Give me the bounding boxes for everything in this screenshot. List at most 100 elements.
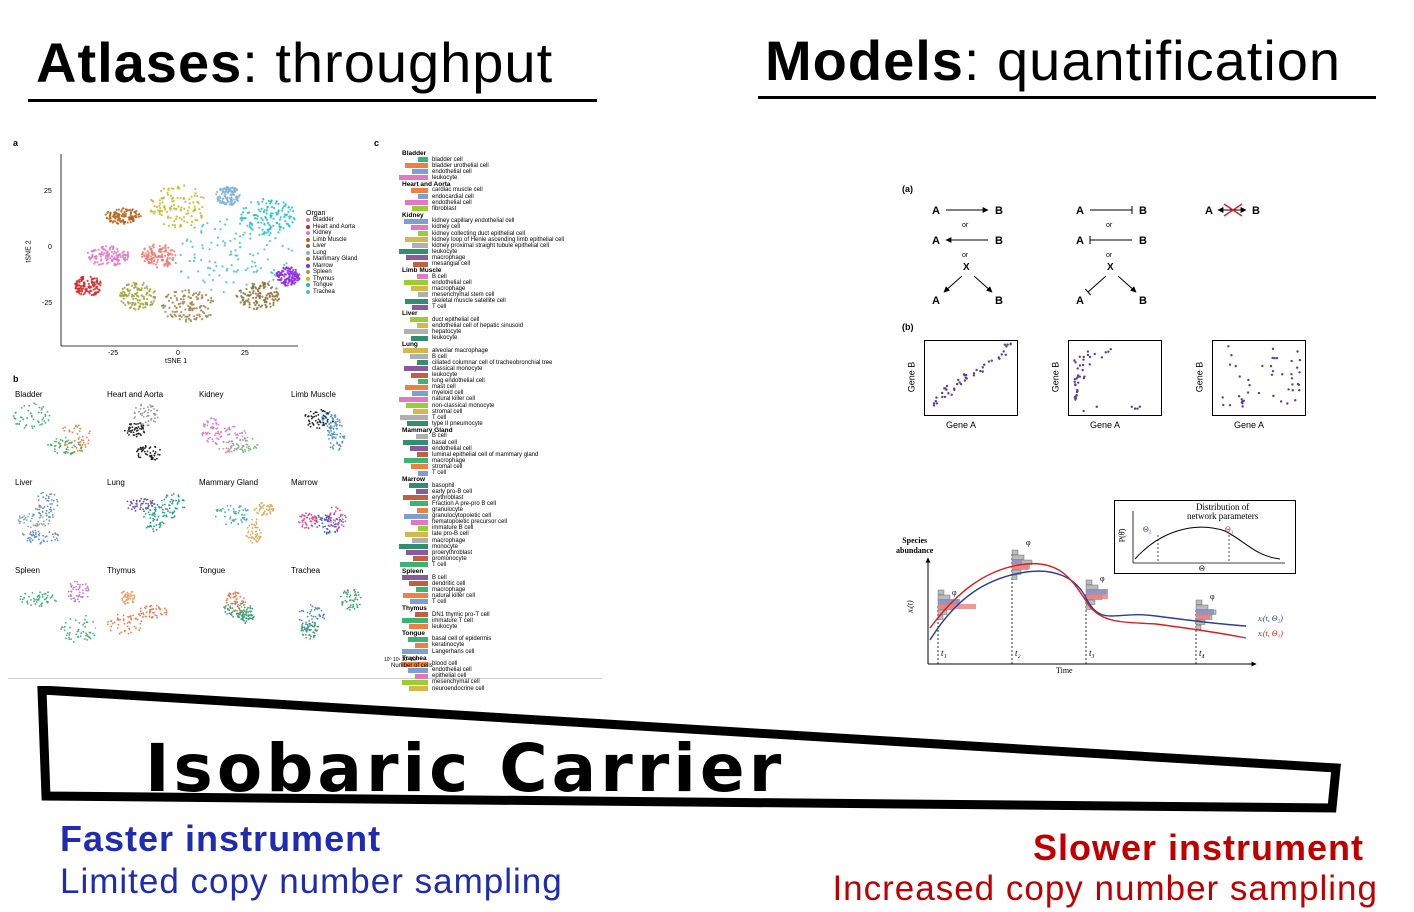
tsne-ylabel: tSNE 2 — [25, 240, 33, 263]
models-heading-bold: Models — [765, 29, 964, 92]
motif-node-a: A — [1076, 235, 1084, 247]
tsne-ytick-mid: 0 — [48, 244, 52, 251]
celltype-bar — [406, 255, 428, 261]
celltype-group-label: Thymus — [402, 605, 427, 612]
legend-swatch — [306, 231, 310, 236]
celltype-label: ciliated columnar cell of tracheobronchi… — [432, 359, 553, 366]
legend-item: Mammary Gland — [306, 256, 357, 263]
celltype-bar — [417, 274, 428, 280]
celltype-label: kidney cell — [432, 224, 461, 231]
models-heading: Models: quantification — [765, 28, 1341, 93]
celltype-label: natural killer cell — [432, 592, 476, 599]
models-heading-rest: : quantification — [963, 29, 1342, 92]
legend-item: Marrow — [306, 263, 357, 270]
celltype-label: macrophage — [432, 254, 466, 261]
celltype-bar — [402, 618, 428, 624]
legend-item: Tongue — [306, 282, 357, 289]
celltype-bar — [404, 218, 428, 224]
time-label: Time — [1056, 666, 1073, 675]
scatter-ylabel: Gene B — [1050, 361, 1061, 393]
celltype-bar — [402, 575, 428, 580]
celltype-label: endocardial cell — [432, 193, 474, 200]
organ-panel-title: Marrow — [291, 478, 318, 487]
legend-label: Lung — [313, 249, 327, 256]
organ-panel-title: Liver — [15, 478, 33, 487]
legend-label: Kidney — [313, 230, 332, 237]
organ-panel-plot — [19, 580, 96, 643]
motif-node-a: A — [1076, 205, 1084, 217]
celltype-group-label: Mammary Gland — [402, 426, 453, 434]
legend-item: Bladder — [306, 217, 357, 224]
legend-swatch — [306, 224, 310, 229]
celltype-bar — [417, 452, 428, 458]
gene-scatter-plot — [1212, 340, 1306, 416]
dist-xlabel: Θ — [1199, 564, 1205, 573]
celltype-label: hematopoietic precursor cell — [432, 519, 508, 526]
celltype-label: leukocyte — [432, 335, 458, 341]
faster-instrument-title: Faster instrument — [60, 818, 382, 859]
models-underline — [758, 96, 1376, 99]
celltype-label: proerythroblast — [432, 549, 473, 556]
organ-panel-plot — [126, 492, 186, 533]
celltype-bar — [405, 531, 428, 537]
celltype-group-label: Tongue — [402, 629, 425, 637]
celltype-label: epithelial cell — [432, 673, 467, 680]
phi-label: φ — [1026, 538, 1031, 547]
legend-label: Liver — [313, 243, 327, 250]
celltype-label: non-classical monocyte — [432, 402, 495, 409]
motif-node-b: B — [1139, 235, 1147, 247]
celltype-label: B cell — [432, 433, 447, 440]
atlases-underline — [28, 99, 597, 102]
legend-label: Limb Muscle — [313, 236, 347, 243]
dist-theta1: Θ₁ — [1225, 525, 1234, 534]
celltype-label: macrophage — [432, 537, 466, 544]
motif-node-a: A — [1205, 205, 1213, 217]
celltype-label: neuroendocrine cell — [432, 685, 485, 692]
celltype-bar — [411, 286, 428, 292]
celltype-label: skeletal muscle satellite cell — [432, 298, 506, 304]
organ-panel-title: Bladder — [15, 390, 43, 399]
organ-panel-title: Lung — [107, 478, 125, 487]
celltype-label: T cell — [432, 414, 447, 421]
celltype-bar — [413, 556, 428, 562]
celltype-bar — [412, 243, 428, 249]
organ-panel-title: Limb Muscle — [291, 390, 336, 399]
motif-or: or — [962, 252, 969, 259]
legend-label: Marrow — [313, 262, 334, 269]
celltype-label: leukocyte — [432, 372, 458, 378]
celltype-label: B cell — [432, 353, 447, 360]
organ-panel-title: Mammary Gland — [199, 478, 259, 487]
celltype-bar — [405, 384, 428, 390]
celltype-label: bladder urothelial cell — [432, 162, 489, 169]
celltype-label: endothelial cell of hepatic sinusoid — [432, 322, 524, 329]
organ-panel-plot — [106, 590, 168, 635]
celltype-label: keratinocyte — [432, 642, 465, 649]
celltype-label: T cell — [432, 561, 447, 568]
celltype-bar — [418, 292, 428, 298]
celltype-label: kidney proximal straight tubule epitheli… — [432, 242, 550, 249]
bar-axis-ticks: 10⁰ 10¹ 10² 10³ — [384, 657, 418, 663]
celltype-bar — [418, 470, 428, 476]
celltype-bar — [402, 679, 428, 685]
tsne-xtick-mid: 0 — [176, 350, 180, 357]
scatter-ylabel: Gene B — [1194, 361, 1205, 393]
motif-node-b: B — [1139, 205, 1147, 217]
celltype-label: lung endothelial cell — [432, 378, 485, 385]
organ-panel-plot — [17, 491, 60, 545]
organ-panel-plot — [214, 502, 275, 544]
dist-theta2: Θ₂ — [1143, 525, 1152, 534]
celltype-bar — [415, 642, 428, 648]
model-panel-b-label: (b) — [902, 322, 914, 332]
isobaric-carrier-label: Isobaric Carrier — [145, 730, 786, 807]
motif-node-b: B — [995, 205, 1003, 217]
celltype-label: endothelial cell — [432, 199, 472, 206]
legend-swatch — [306, 270, 310, 275]
tsne-plot — [60, 154, 301, 347]
celltype-bar — [417, 360, 428, 366]
organ-panel-title: Thymus — [107, 566, 136, 575]
legend-swatch — [306, 218, 310, 223]
celltype-label: basal cell — [432, 439, 458, 446]
legend-swatch — [306, 237, 310, 242]
celltype-bar — [404, 329, 428, 335]
